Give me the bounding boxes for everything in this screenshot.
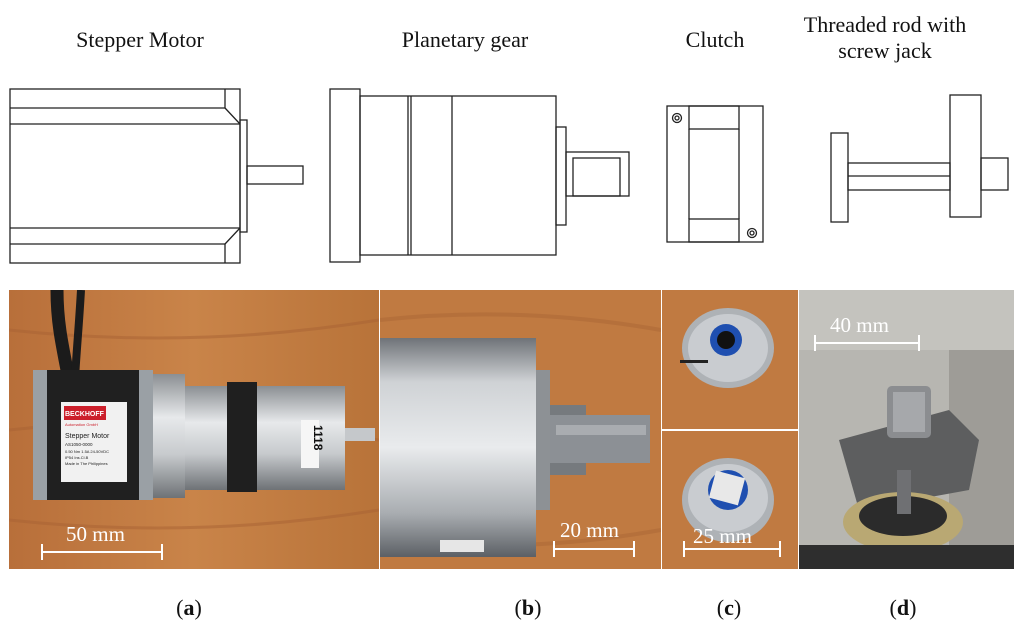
- photo-screw-jack: [799, 290, 1014, 569]
- motor-ip-text: IP54 Ins.Cl.B: [65, 455, 89, 460]
- motor-origin-text: Made in The Philippines: [65, 461, 108, 466]
- scale-label-b: 20 mm: [560, 518, 619, 542]
- serial-number-text: 1118: [311, 425, 325, 451]
- title-stepper-motor: Stepper Motor: [76, 27, 204, 52]
- photo-clutch: [662, 290, 798, 569]
- scale-bar-b: [553, 541, 635, 557]
- scale-bar-c: [683, 541, 781, 557]
- photo-stepper-motor: BECKHOFF Automation GmbH Stepper Motor A…: [9, 290, 379, 569]
- scale-label-a: 50 mm: [66, 522, 125, 546]
- line-drawings: [9, 88, 1009, 264]
- clutch-drawing: [666, 105, 764, 243]
- threaded-rod-drawing: [830, 94, 1009, 223]
- panel-label-c: (c): [716, 595, 742, 620]
- panel-label-a: (a): [176, 595, 202, 620]
- scale-bar-d: [814, 335, 920, 351]
- title-threaded-rod: Threaded rod with screw jack: [803, 12, 967, 63]
- motor-spec-text: 0.50 Nm 1.5A 24-50VDC: [65, 449, 109, 454]
- scale-label-d: 40 mm: [830, 313, 889, 337]
- planetary-gear-drawing: [329, 88, 630, 263]
- stepper-motor-drawing: [9, 88, 304, 264]
- motor-brand-text: BECKHOFF: [65, 411, 105, 418]
- title-planetary-gear: Planetary gear: [401, 27, 529, 52]
- photo-planetary-gear: [380, 290, 661, 569]
- panel-label-b: (b): [514, 595, 542, 620]
- title-clutch: Clutch: [685, 27, 745, 52]
- panel-label-d: (d): [889, 595, 917, 620]
- motor-sub-text: Automation GmbH: [65, 422, 98, 427]
- scale-label-c: 25 mm: [693, 524, 752, 548]
- motor-model-text: AS1050-0000: [65, 442, 93, 447]
- motor-type-text: Stepper Motor: [65, 433, 110, 440]
- scale-bar-a: [41, 544, 163, 560]
